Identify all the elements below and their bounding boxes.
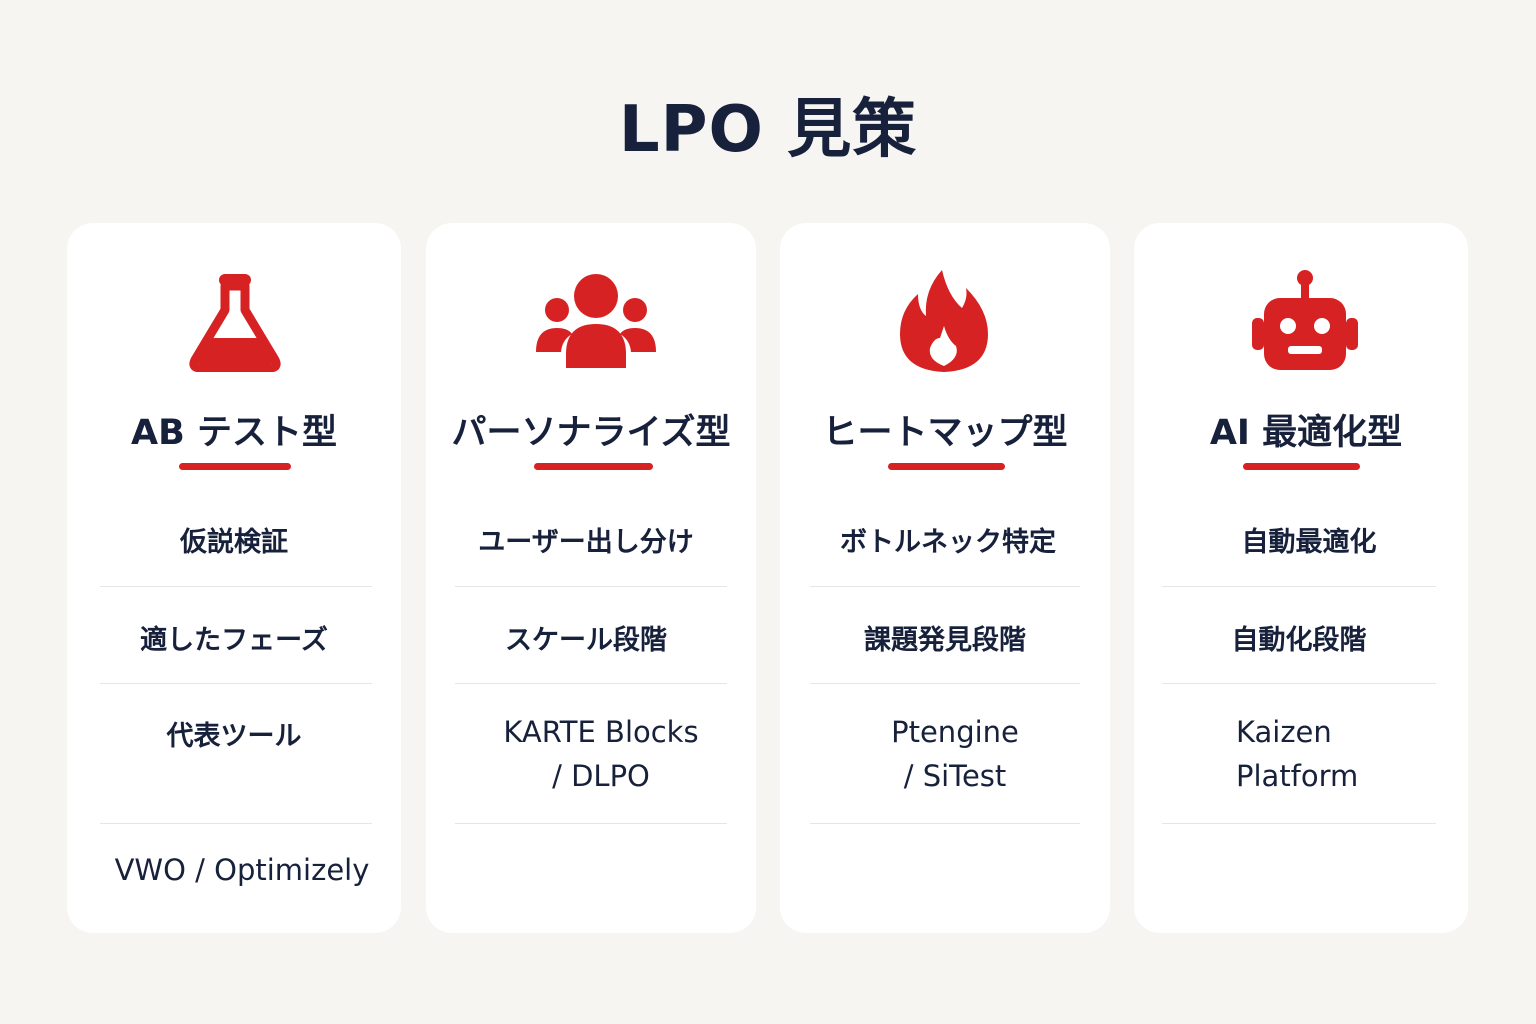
card-heading-ai-optimization: AI 最適化型: [1209, 413, 1403, 453]
card-tool-name: Ptengine / SiTest: [790, 710, 1120, 798]
row-divider: [455, 823, 727, 824]
row-divider: [1162, 683, 1436, 684]
row-divider: [1162, 823, 1436, 824]
card-heading-heatmap: ヒートマップ型: [822, 413, 1068, 453]
card-row-label: 自動化段階: [1231, 625, 1367, 656]
row-divider: [810, 823, 1080, 824]
card-row-label: 仮説検証: [180, 527, 288, 558]
page-title: LPO 見策: [618, 93, 918, 167]
card-row-label: ユーザー出し分け: [478, 527, 694, 558]
card-tool-line: / SiTest: [903, 759, 1007, 793]
card-tool-name: Kaizen Platform: [1236, 710, 1416, 798]
card-tool-line: Platform: [1236, 759, 1359, 793]
row-divider: [100, 823, 372, 824]
row-divider: [1162, 586, 1436, 587]
card-row-label: スケール段階: [505, 625, 667, 656]
flask-icon: [185, 268, 285, 372]
row-divider: [100, 586, 372, 587]
card-row-label: ボトルネック特定: [840, 527, 1056, 558]
row-divider: [100, 683, 372, 684]
card-tool-line: Ptengine: [891, 715, 1019, 749]
row-divider: [810, 683, 1080, 684]
card-heading-personalize: パーソナライズ型: [451, 413, 731, 453]
row-divider: [810, 586, 1080, 587]
card-tool-line: / DLPO: [552, 759, 650, 793]
card-row-label: 代表ツール: [166, 721, 302, 752]
card-tool-line: KARTE Blocks: [503, 715, 699, 749]
row-divider: [455, 586, 727, 587]
heading-underline: [179, 463, 291, 470]
flame-icon: [896, 268, 992, 372]
card-row-label: 適したフェーズ: [140, 625, 328, 656]
row-divider: [455, 683, 727, 684]
users-icon: [534, 268, 658, 372]
card-tool-name: KARTE Blocks / DLPO: [436, 710, 766, 798]
card-row-label: 自動最適化: [1241, 527, 1377, 558]
card-row-label: 課題発見段階: [864, 625, 1026, 656]
card-tool-line: Kaizen: [1236, 715, 1332, 749]
heading-underline: [534, 463, 653, 470]
card-tool-name: VWO / Optimizely: [114, 853, 370, 887]
robot-icon: [1250, 268, 1360, 372]
heading-underline: [888, 463, 1005, 470]
card-heading-ab-test: AB テスト型: [131, 413, 337, 453]
heading-underline: [1243, 463, 1360, 470]
